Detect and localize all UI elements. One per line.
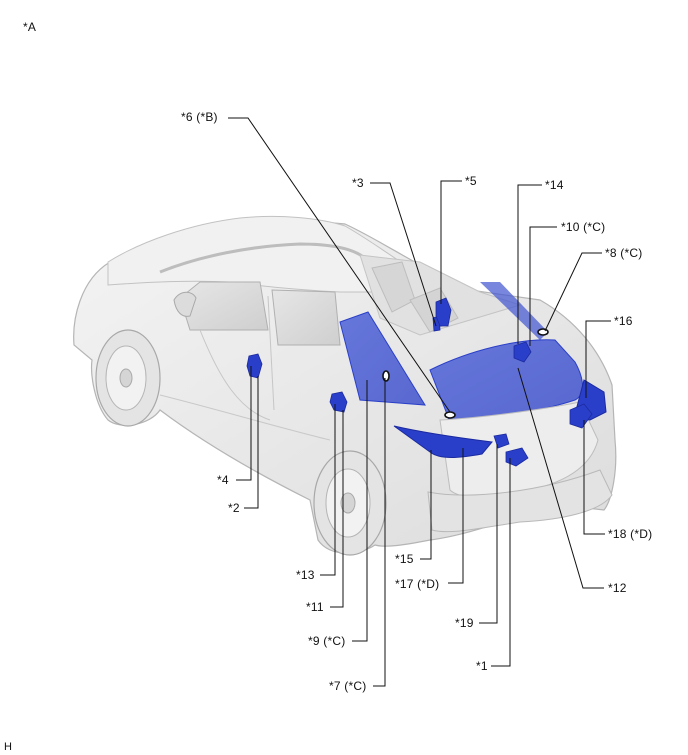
- leader-5: [440, 180, 462, 304]
- callout-17: *17 (*D): [395, 577, 440, 591]
- rear-wheel: [313, 450, 387, 556]
- callout-15: *15: [395, 552, 414, 566]
- callout-14: *14: [545, 178, 564, 192]
- side-character-line: [159, 394, 331, 441]
- front-wheel: [95, 329, 161, 427]
- component-1: [505, 447, 529, 467]
- leader-7: [373, 378, 386, 687]
- callout-16: *16: [614, 314, 633, 328]
- leader-18: [583, 420, 605, 535]
- side-window-rear: [271, 289, 341, 346]
- leader-8: [544, 252, 602, 332]
- leader-17: [448, 448, 464, 584]
- leader-12: [517, 367, 604, 589]
- side-window-front: [179, 281, 269, 331]
- leader-1: [491, 458, 511, 667]
- leader-15: [420, 450, 432, 560]
- leader-4: [236, 366, 252, 481]
- callout-8: *8 (*C): [605, 246, 643, 260]
- component-18: [569, 403, 593, 429]
- clip-7: [382, 370, 390, 382]
- tail-lamp-left: [393, 425, 493, 458]
- rear-pillar-highlight: [480, 282, 548, 340]
- callout-11: *11: [306, 600, 324, 614]
- clip-8: [537, 328, 549, 336]
- side-mirror: [173, 291, 197, 317]
- callout-3: *3: [352, 176, 364, 190]
- leader-6: [228, 117, 451, 413]
- leader-10: [529, 226, 557, 346]
- callout-2: *2: [228, 501, 240, 515]
- callout-4: *4: [217, 473, 229, 487]
- callout-10: *10 (*C): [561, 220, 606, 234]
- leader-19: [479, 444, 498, 624]
- car-body: [73, 215, 617, 556]
- highlighted-components: [246, 297, 593, 467]
- callout-13: *13: [296, 568, 315, 582]
- leader-3: [370, 182, 437, 327]
- leader-13: [320, 404, 336, 576]
- leader-14: [517, 184, 542, 344]
- rear-quarter-glass-highlight: [339, 311, 426, 406]
- door-seam: [199, 295, 275, 421]
- callout-18: *18 (*D): [608, 527, 653, 541]
- component-5: [435, 297, 452, 327]
- callout-9: *9 (*C): [308, 634, 346, 648]
- leader-2: [244, 376, 259, 509]
- leader-16: [585, 320, 611, 398]
- clip-6: [444, 411, 456, 419]
- callout-5: *5: [465, 174, 477, 188]
- leader-lines: [228, 117, 611, 687]
- leader-11: [330, 410, 344, 608]
- callout-1: *1: [476, 659, 488, 673]
- roof-rail: [159, 242, 363, 274]
- component-14: [513, 341, 532, 363]
- callout-19: *19: [455, 616, 474, 630]
- corner-code: H: [4, 741, 13, 753]
- component-11-13: [329, 391, 348, 413]
- callout-6: *6 (*B): [181, 110, 218, 124]
- figure-label: *A: [23, 20, 37, 34]
- callout-12: *12: [608, 581, 627, 595]
- leader-9: [352, 380, 368, 642]
- callout-7: *7 (*C): [329, 679, 367, 693]
